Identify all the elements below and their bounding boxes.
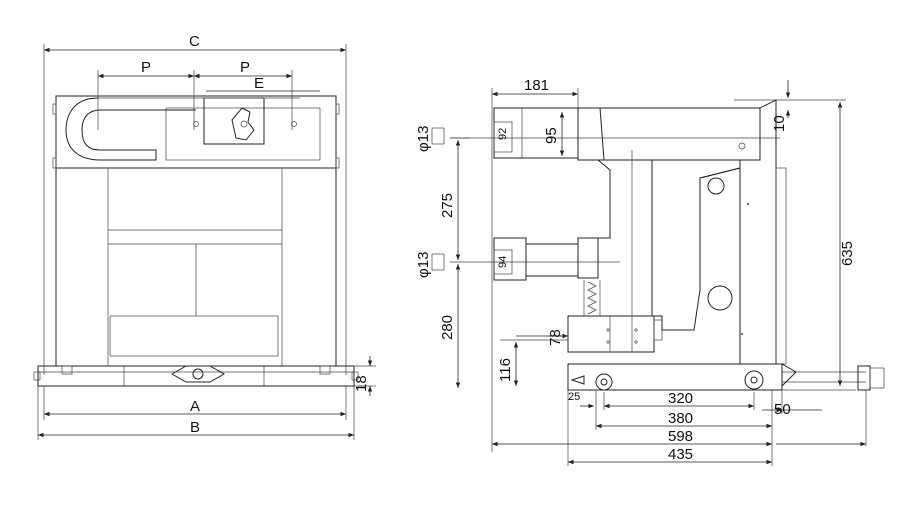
label-10: 10 [771, 115, 788, 132]
label-380: 380 [668, 410, 693, 427]
label-c: C [189, 33, 200, 50]
label-78: 78 [547, 329, 564, 346]
label-181: 181 [524, 77, 549, 94]
label-94: 94 [497, 256, 509, 268]
label-598: 598 [668, 428, 693, 445]
label-phi13-top: φ13 [415, 126, 432, 152]
label-275: 275 [439, 193, 456, 218]
side-view: 181 92 95 φ13 275 94 φ13 280 [415, 77, 885, 466]
label-p-left: P [141, 59, 151, 76]
label-e: E [254, 75, 264, 92]
label-p-right: P [240, 59, 250, 76]
label-92: 92 [497, 128, 509, 140]
label-50: 50 [774, 401, 791, 418]
label-95: 95 [543, 127, 560, 144]
label-635: 635 [839, 241, 856, 266]
label-18: 18 [353, 375, 370, 392]
label-435: 435 [668, 446, 693, 463]
label-320: 320 [668, 390, 693, 407]
label-phi13-bottom: φ13 [415, 252, 432, 278]
front-view: C P P E [33, 33, 376, 440]
label-280: 280 [439, 315, 456, 340]
label-25: 25 [568, 391, 580, 403]
label-116: 116 [497, 358, 514, 382]
label-b: B [190, 419, 200, 436]
label-a: A [190, 398, 200, 415]
